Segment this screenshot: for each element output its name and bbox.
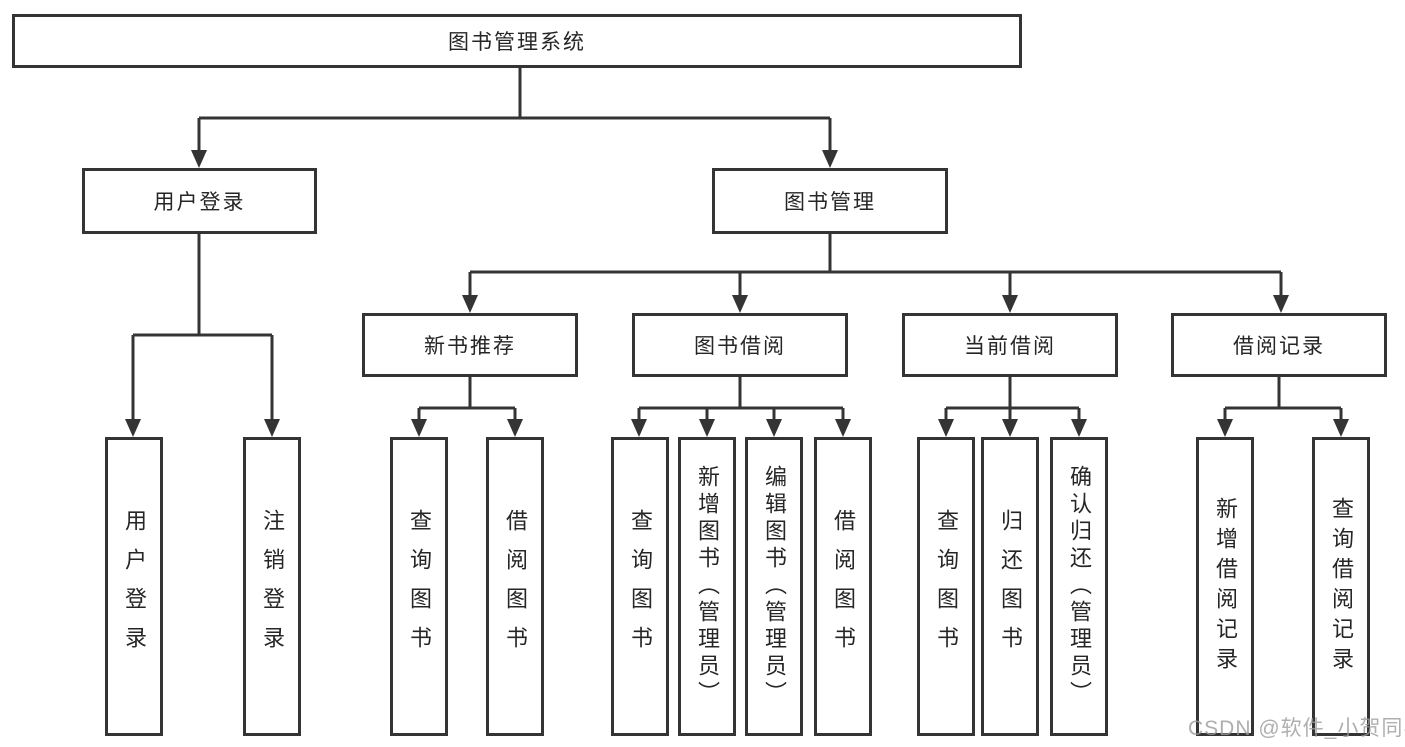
node-label: 确认归还（管理员） <box>1067 465 1092 708</box>
leaf-confirm-return-admin: 确认归还（管理员） <box>1050 437 1108 736</box>
leaf-query-books-borrowing: 查询图书 <box>611 437 669 736</box>
node-root-system: 图书管理系统 <box>12 14 1022 68</box>
leaf-query-books-recommend: 查询图书 <box>390 437 448 736</box>
leaf-edit-books-admin: 编辑图书（管理员） <box>745 437 803 736</box>
node-label: 借阅图书 <box>503 508 528 665</box>
leaf-add-borrow-record: 新增借阅记录 <box>1196 437 1254 736</box>
leaf-query-borrow-record: 查询借阅记录 <box>1312 437 1370 736</box>
node-label: 用户登录 <box>122 508 147 665</box>
leaf-user-login: 用户登录 <box>105 437 163 736</box>
node-label: 新增图书（管理员） <box>695 465 720 708</box>
node-label: 查询图书 <box>934 508 959 665</box>
node-label: 当前借阅 <box>964 335 1056 358</box>
node-label: 借阅图书 <box>831 508 856 665</box>
leaf-return-books: 归还图书 <box>981 437 1039 736</box>
leaf-query-books-current: 查询图书 <box>917 437 975 736</box>
node-label: 图书借阅 <box>694 335 786 358</box>
node-label: 查询图书 <box>407 508 432 665</box>
node-borrow-records: 借阅记录 <box>1171 313 1387 377</box>
node-label: 归还图书 <box>998 508 1023 665</box>
node-label: 查询图书 <box>628 508 653 665</box>
node-label: 查询借阅记录 <box>1329 496 1354 677</box>
node-label: 借阅记录 <box>1233 335 1325 358</box>
leaf-add-books-admin: 新增图书（管理员） <box>678 437 736 736</box>
node-label: 新书推荐 <box>424 335 516 358</box>
node-book-management: 图书管理 <box>712 168 948 234</box>
node-book-borrowing: 图书借阅 <box>632 313 848 377</box>
node-label: 图书管理系统 <box>448 31 586 54</box>
node-user-login: 用户登录 <box>82 168 317 234</box>
node-new-book-recommend: 新书推荐 <box>362 313 578 377</box>
node-label: 用户登录 <box>153 191 246 214</box>
node-label: 新增借阅记录 <box>1213 496 1238 677</box>
leaf-logout: 注销登录 <box>243 437 301 736</box>
node-label: 注销登录 <box>260 508 285 665</box>
node-current-borrowing: 当前借阅 <box>902 313 1118 377</box>
node-label: 编辑图书（管理员） <box>762 465 787 708</box>
leaf-borrow-books: 借阅图书 <box>814 437 872 736</box>
leaf-borrow-books-recommend: 借阅图书 <box>486 437 544 736</box>
node-label: 图书管理 <box>784 191 876 214</box>
